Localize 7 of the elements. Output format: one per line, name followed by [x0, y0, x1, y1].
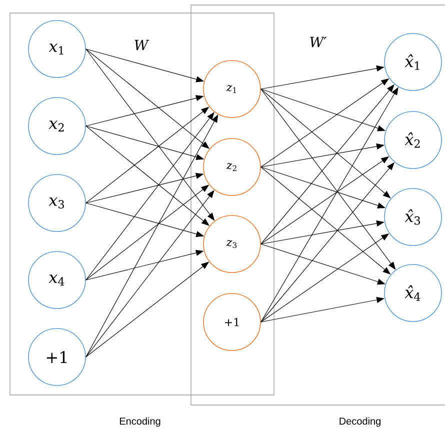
panel-heading: Decoding [340, 417, 380, 427]
weight-label: W [134, 40, 150, 50]
arrow [86, 48, 210, 149]
arrow [260, 88, 391, 198]
panel-heading: Encoding [120, 417, 160, 427]
weight-label: W′ [310, 36, 327, 48]
arrow [86, 126, 210, 226]
